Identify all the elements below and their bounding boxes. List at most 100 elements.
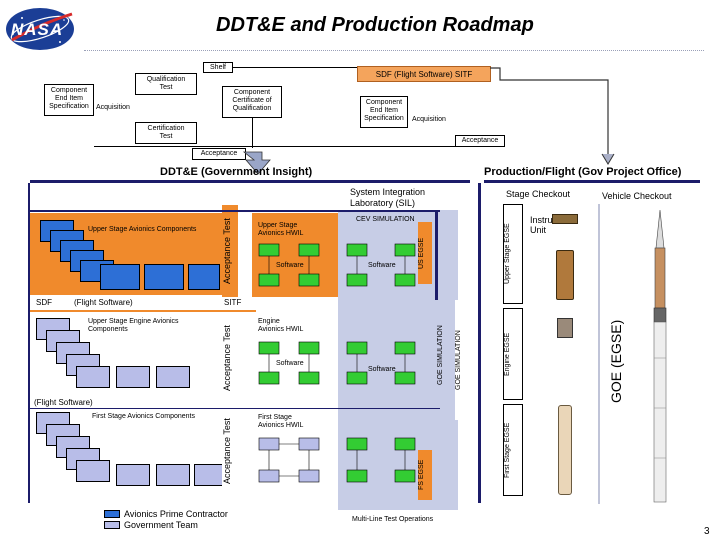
upper-stage-title: Upper Stage Avionics Components [88, 218, 226, 233]
first-stage-part [558, 405, 572, 495]
sitf-label: SITF [224, 298, 242, 307]
cert-qual-3: Qualification [232, 105, 272, 112]
lavender-card [156, 366, 190, 388]
lavender-card [194, 464, 224, 486]
first-hwil-2: Avionics HWIL [258, 422, 304, 429]
component-certificate-box: Component Certificate of Qualification [222, 86, 282, 118]
sil-label-2: Laboratory (SIL) [350, 198, 416, 208]
first-stage-egse: First Stage EGSE [503, 404, 523, 496]
flow-connector-right [490, 67, 615, 165]
flight-software-label: (Flight Software) [74, 298, 133, 307]
production-left-bar [478, 183, 481, 503]
instrument-unit-1: Instrument [530, 216, 573, 225]
sdf-sitf-label: SDF (Flight Software) SITF [375, 69, 473, 79]
production-banner: Production/Flight (Gov Project Office) [484, 166, 682, 178]
first-hwil-1: First Stage [258, 414, 292, 421]
ddte-banner: DDT&E (Government Insight) [160, 166, 313, 178]
us-egse-label: US EGSE [418, 237, 425, 269]
production-banner-line [484, 180, 700, 183]
component-spec-left-box: Component End Item Specification [44, 84, 94, 116]
first-stage-egse-label: First Stage EGSE [504, 422, 511, 478]
spec-left-3: Specification [49, 103, 89, 110]
page-number: 3 [704, 526, 710, 537]
lavender-card [116, 366, 150, 388]
acceptance-test-1: Acceptance Test [222, 205, 238, 297]
arrow-into-ddte [242, 151, 271, 175]
sdf-sitf-box: SDF (Flight Software) SITF [357, 66, 491, 82]
instrument-unit-2: Unit [530, 225, 547, 235]
upper-stage-part [556, 250, 574, 300]
spec-left-1: Component [50, 87, 88, 94]
vehicle-checkout: Vehicle Checkout [602, 191, 672, 201]
goe-sim-1-label: GOE SIMULATION [437, 325, 444, 385]
blue-card-stack-1 [40, 220, 220, 300]
software-2b: Software [368, 366, 396, 373]
component-spec-right-box: Component End Item Specification [360, 96, 408, 128]
flow-line-horizontal [94, 146, 494, 147]
upper-stage-egse: Upper Stage EGSE [503, 204, 523, 304]
shelf-box: Shelf [203, 62, 233, 73]
sil-label-1: System Integration [350, 187, 426, 197]
page-title: DDT&E and Production Roadmap [216, 14, 534, 36]
first-stage-avionics: First Stage Avionics Components [92, 413, 195, 420]
engine-hwil-2: Avionics HWIL [258, 326, 304, 333]
shelf-label: Shelf [210, 63, 226, 71]
goe-egse-label: GOE (EGSE) [608, 319, 624, 403]
cert-qual-1: Component [233, 89, 271, 96]
lavender-card [116, 464, 150, 486]
divider-row2 [30, 408, 440, 409]
certification-label-2: Test [159, 133, 173, 140]
acceptance-center-label: Acceptance [200, 150, 238, 157]
upper-hwil-2: Avionics HWIL [258, 230, 304, 237]
legend-swatch-prime [104, 510, 120, 518]
header-divider [84, 50, 704, 51]
flow-line-down [252, 118, 253, 148]
multi-line-label: Multi-Line Test Operations [352, 516, 434, 523]
acceptance-right-label: Acceptance [461, 137, 499, 144]
blue-card [100, 264, 140, 290]
nasa-logo-text: NASA [11, 20, 64, 39]
upper-stage-avionics-label: Upper Stage Avionics Components [88, 226, 197, 233]
legend-prime: Avionics Prime Contractor [124, 509, 228, 519]
goe-sim-2-label: GOE SIMULATION [455, 330, 462, 390]
certification-label-1: Certification [147, 125, 185, 132]
acceptance-test-3-label: Acceptance Test [222, 418, 232, 484]
goe-sim-2: GOE SIMULATION [455, 300, 467, 420]
fs-egse-label: FS EGSE [418, 459, 425, 491]
software-1: Software [276, 262, 304, 269]
certification-test-box: Certification Test [135, 122, 197, 144]
flight-software-2: (Flight Software) [34, 398, 93, 407]
fs-egse: FS EGSE [418, 450, 432, 500]
upper-engine-1: Upper Stage Engine Avionics [88, 318, 179, 325]
lavender-card [156, 464, 190, 486]
spec-right-2: End Item [369, 107, 398, 114]
cev-simulation: CEV SIMULATION [356, 216, 415, 223]
acceptance-test-3: Acceptance Test [222, 405, 238, 497]
sdf-line [30, 310, 256, 312]
acquisition-right: Acquisition [412, 116, 446, 123]
navy-divider-1 [435, 210, 438, 300]
first-network [258, 437, 416, 483]
cert-qual-2: Certificate of [232, 97, 272, 104]
acquisition-left: Acquisition [96, 104, 130, 111]
acceptance-test-2: Acceptance Test [222, 312, 238, 404]
ddte-banner-line [30, 180, 470, 183]
engine-egse-label: Engine EGSE [504, 332, 511, 376]
acceptance-center-box: Acceptance [192, 148, 246, 160]
acceptance-right-box: Acceptance [455, 135, 505, 147]
lavender-stack-3 [36, 412, 226, 502]
legend-swatch-gov [104, 521, 120, 529]
acceptance-test-1-label: Acceptance Test [222, 218, 232, 284]
lavender-card [76, 366, 110, 388]
blue-card [188, 264, 220, 290]
engine-part [557, 318, 573, 338]
software-2: Software [276, 360, 304, 367]
upper-network [258, 243, 416, 287]
lavender-card [76, 460, 110, 482]
spec-right-1: Component [365, 99, 403, 106]
legend-gov: Government Team [124, 520, 198, 530]
engine-hwil-1: Engine [258, 318, 280, 325]
qualification-label-1: Qualification [146, 76, 186, 83]
vehicle-icon [653, 209, 667, 503]
engine-egse: Engine EGSE [503, 308, 523, 400]
